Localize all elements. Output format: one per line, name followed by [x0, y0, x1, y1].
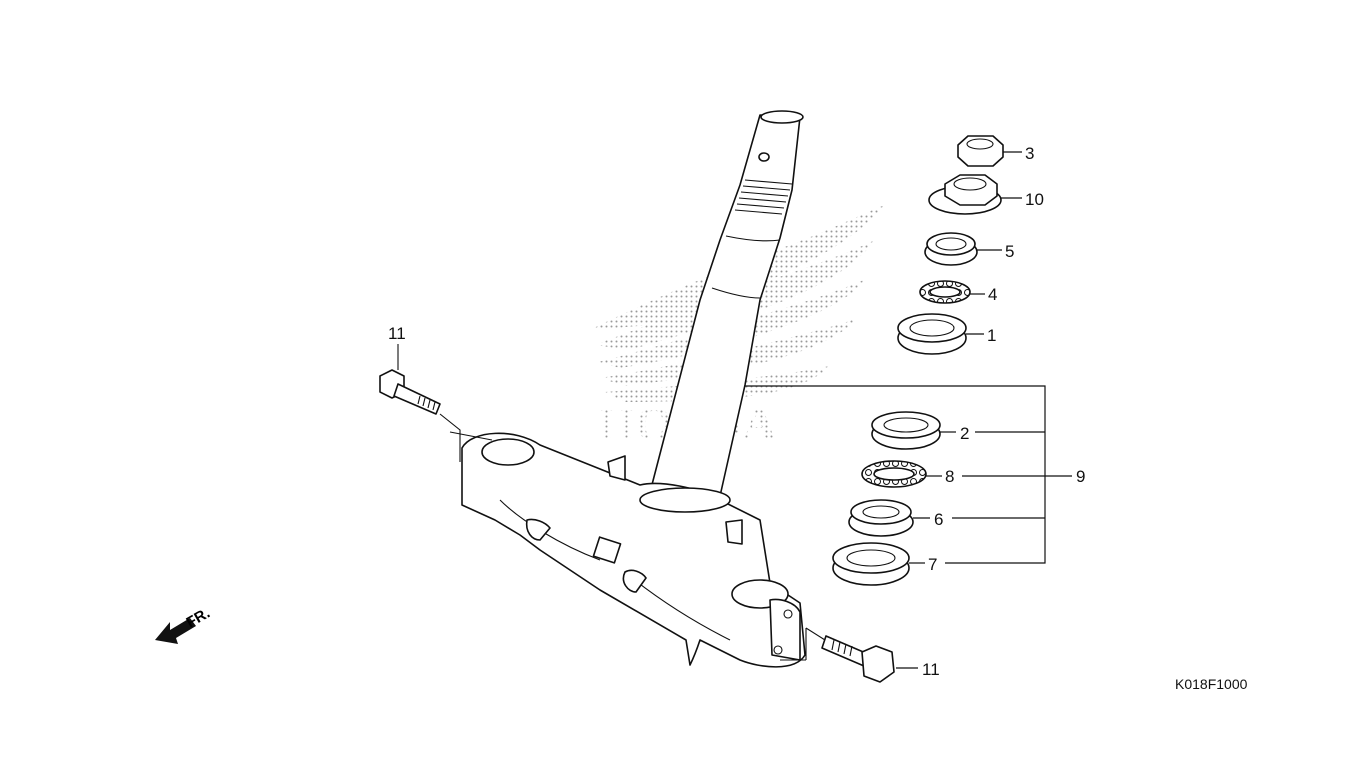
lower-triple-clamp: [461, 432, 806, 668]
steering-stem-shaft: [647, 110, 804, 506]
callout-5: 5: [1005, 242, 1015, 261]
callout-10: 10: [1025, 190, 1044, 209]
callout-8: 8: [945, 467, 955, 486]
callout-9: 9: [1076, 467, 1086, 486]
part-1-upper-cone-race: [897, 313, 984, 355]
flange-bolt-lower: [780, 627, 918, 683]
part-9-bracket: [745, 385, 1072, 564]
flange-bolt-upper: [379, 344, 493, 462]
callout-2: 2: [960, 424, 970, 443]
part-5-upper-race: [924, 232, 1002, 266]
front-direction-arrow: FR.: [155, 605, 213, 644]
callout-11-lower: 11: [922, 660, 940, 679]
part-7-dust-seal: [832, 542, 925, 586]
drawing-code: K018F1000: [1175, 676, 1248, 692]
part-3-lock-nut: [957, 135, 1022, 167]
callout-1: 1: [987, 326, 997, 345]
callout-6: 6: [934, 510, 944, 529]
part-8-lower-bearing: [861, 460, 942, 488]
callout-11-upper: 11: [388, 324, 406, 343]
callout-3: 3: [1025, 144, 1035, 163]
part-4-upper-bearing: [919, 280, 985, 304]
part-10-adjusting-nut: [928, 174, 1022, 215]
callout-7: 7: [928, 555, 938, 574]
callout-4: 4: [988, 285, 998, 304]
part-6-lower-inner-race: [848, 499, 930, 537]
part-2-lower-race: [871, 411, 956, 450]
